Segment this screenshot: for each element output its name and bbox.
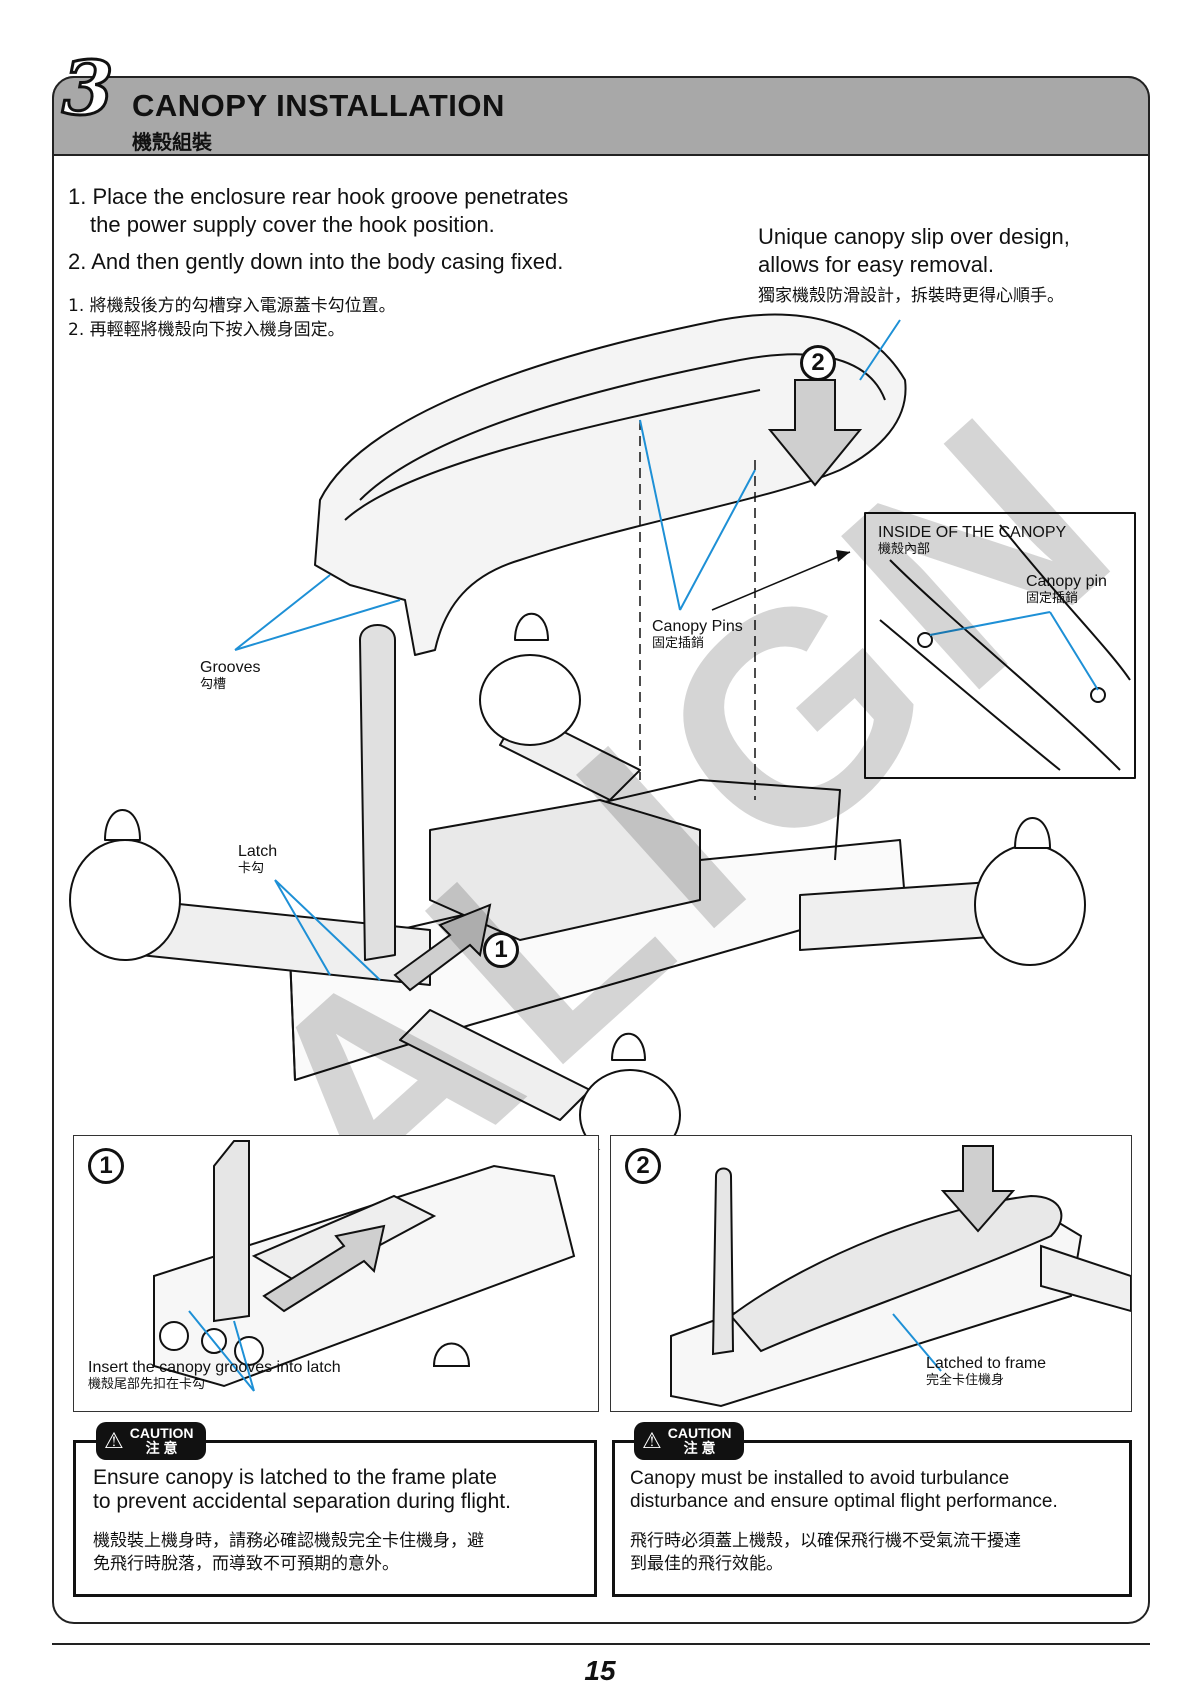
step-number: 3	[61, 46, 115, 132]
caution-box-1	[73, 1440, 597, 1597]
inset-2-drawing	[670, 1145, 1131, 1408]
caution-box-2	[612, 1440, 1132, 1597]
caution-1-cn-line2: 免飛行時脫落，而導致不可預期的意外。	[93, 1554, 399, 1574]
down-arrow	[767, 379, 863, 487]
inset-step-1: 1 Insert the canopy grooves into latch 機…	[73, 1135, 599, 1412]
inside-canopy-label: INSIDE OF THE CANOPY 機殼內部	[878, 524, 1067, 558]
arm-front	[399, 1009, 591, 1121]
instruction-2: 2. And then gently down into the body ca…	[68, 249, 564, 274]
footer-rule	[52, 1643, 1150, 1645]
motor-left	[69, 839, 181, 961]
grooves-label: Grooves 勾槽	[200, 659, 261, 693]
drone-illustration	[69, 313, 1136, 1150]
warning-triangle-icon: ⚠	[104, 1428, 124, 1453]
caution-2-cn-line1: 飛行時必須蓋上機殼，以確保飛行機不受氣流干擾達	[630, 1531, 1021, 1551]
latch-label: Latch 卡勾	[238, 843, 278, 877]
feature-note-line2: allows for easy removal.	[758, 252, 994, 277]
motor-back	[479, 654, 581, 746]
inset-1-caption: Insert the canopy grooves into latch 機殼尾…	[88, 1359, 341, 1393]
insert-arrow	[393, 903, 492, 992]
caution-1-line1: Ensure canopy is latched to the frame pl…	[93, 1466, 497, 1489]
section-title: CANOPY INSTALLATION	[132, 88, 505, 123]
antenna	[359, 624, 396, 961]
step-1-marker: 1	[483, 932, 519, 968]
instruction-1-cont: the power supply cover the hook position…	[90, 212, 495, 237]
motor-right	[974, 844, 1086, 966]
caution-1-cn-line1: 機殼裝上機身時，請務必確認機殼完全卡住機身，避	[93, 1531, 484, 1551]
inset-1-drawing	[153, 1140, 576, 1392]
instruction-1-cn: 1. 將機殼後方的勾槽穿入電源蓋卡勾位置。	[68, 296, 396, 316]
section-header	[52, 76, 1150, 156]
warning-triangle-icon: ⚠	[642, 1428, 662, 1453]
inset-2-caption: Latched to frame 完全卡住機身	[926, 1355, 1047, 1389]
feature-note-cn: 獨家機殼防滑設計，拆裝時更得心順手。	[758, 286, 1064, 306]
caution-2-line2: disturbance and ensure optimal flight pe…	[630, 1491, 1058, 1512]
canopy-pin-label: Canopy pin 固定插銷	[1026, 573, 1107, 607]
inset-step-2: 2 Latched to frame 完全卡住機身	[610, 1135, 1132, 1412]
caution-1-line2: to prevent accidental separation during …	[93, 1490, 511, 1513]
step-2-marker: 2	[800, 345, 836, 381]
inset-2-number: 2	[625, 1148, 661, 1184]
instruction-1: 1. Place the enclosure rear hook groove …	[68, 184, 569, 209]
battery-block	[429, 799, 701, 941]
instruction-2-cn: 2. 再輕輕將機殼向下按入機身固定。	[68, 320, 345, 340]
feature-note-line1: Unique canopy slip over design,	[758, 224, 1070, 249]
motor-front	[579, 1069, 681, 1150]
inset-1-number: 1	[88, 1148, 124, 1184]
caution-2-line1: Canopy must be installed to avoid turbul…	[630, 1468, 1010, 1489]
section-title-cn: 機殼組裝	[132, 130, 212, 154]
page-number: 15	[584, 1655, 616, 1686]
canopy-shape	[314, 313, 907, 656]
caution-2-cn-line2: 到最佳的飛行效能。	[630, 1554, 783, 1574]
canopy-pins-label: Canopy Pins 固定插銷	[652, 618, 743, 652]
